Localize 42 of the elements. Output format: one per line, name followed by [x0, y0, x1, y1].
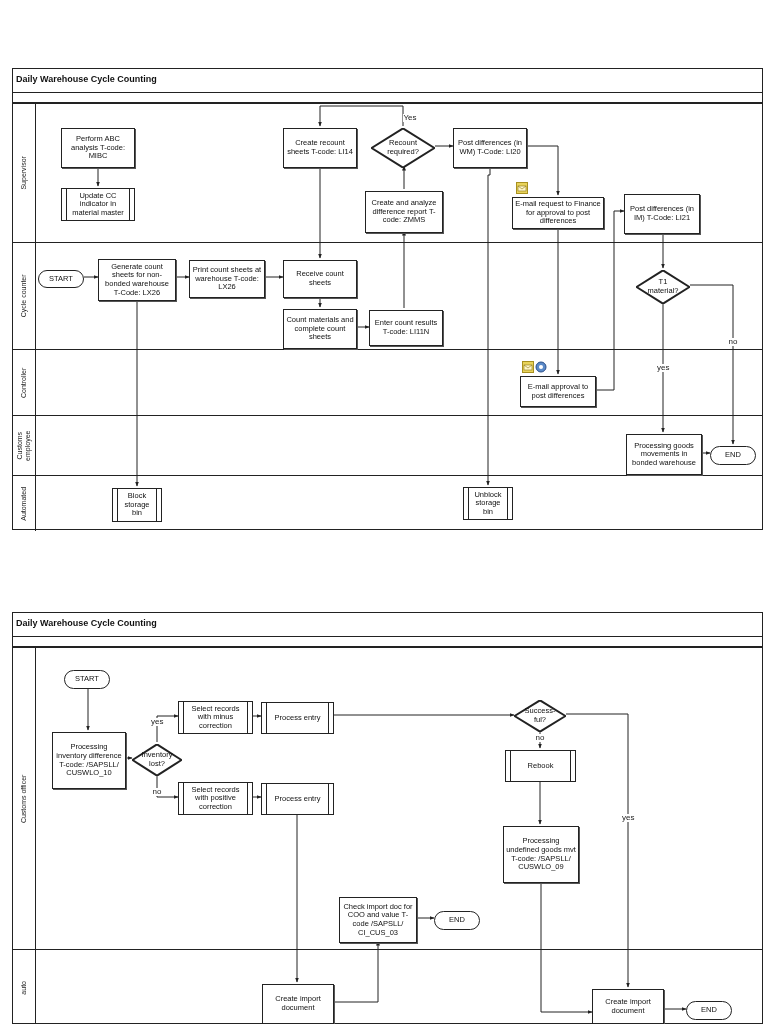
arrow: [538, 779, 542, 825]
arrow: [689, 284, 735, 445]
arrow: [295, 812, 299, 983]
swimlane-panel: [12, 612, 763, 1024]
edge-label: yes: [150, 717, 165, 727]
arrow: [318, 105, 404, 127]
arrow: [252, 714, 262, 718]
arrow: [356, 325, 370, 329]
swimlane: [12, 475, 763, 531]
arrow: [526, 145, 560, 196]
panel-title: Daily Warehouse Cycle Counting: [16, 618, 157, 628]
edge-label: no: [534, 733, 546, 743]
swimlane: [12, 949, 763, 1024]
arrow: [125, 756, 133, 760]
arrow: [701, 451, 711, 455]
edge-label: no: [727, 337, 739, 347]
arrow: [416, 916, 435, 920]
swimlane: [12, 103, 763, 242]
arrow: [595, 209, 625, 391]
arrow: [252, 795, 262, 799]
arrow: [156, 714, 179, 743]
swimlane: [12, 242, 763, 349]
swimlane: [12, 647, 763, 949]
arrow: [333, 713, 515, 717]
swimlane: [12, 349, 763, 415]
edge-label: Yes: [402, 113, 418, 123]
swimlane: [12, 415, 763, 475]
edge-label: no: [151, 787, 163, 797]
arrow: [175, 275, 190, 279]
arrow: [565, 713, 630, 988]
panel-title: Daily Warehouse Cycle Counting: [16, 74, 157, 84]
arrow: [661, 301, 665, 433]
edge-label: yes: [621, 813, 636, 823]
edge-label: yes: [656, 363, 671, 373]
arrow: [402, 165, 406, 190]
arrow: [83, 275, 99, 279]
arrow: [434, 144, 454, 148]
arrow: [156, 773, 179, 799]
arrow: [264, 275, 284, 279]
arrow: [663, 1007, 687, 1011]
swimlane-panel: [12, 68, 763, 530]
arrow: [86, 686, 90, 731]
